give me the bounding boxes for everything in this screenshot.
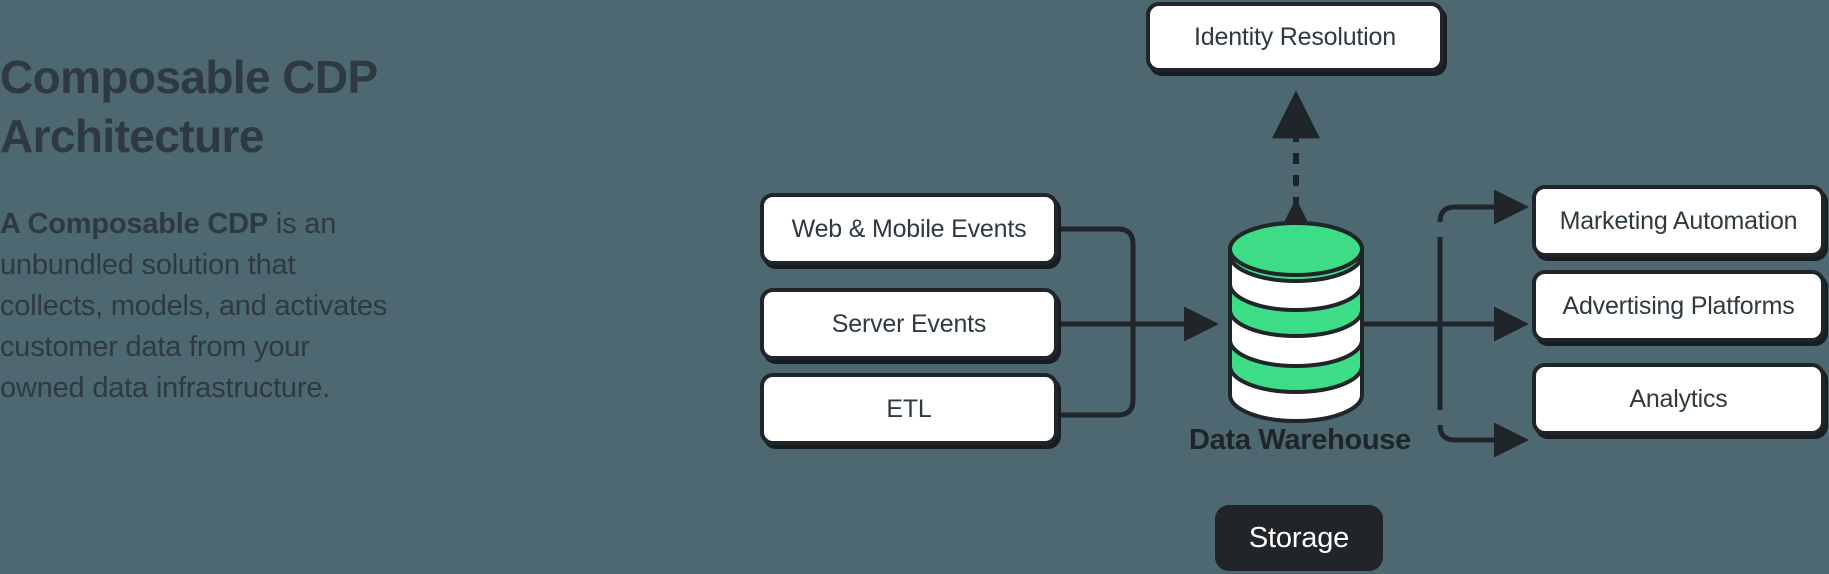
node-etl[interactable]: ETL [760, 373, 1058, 445]
node-analytics-label: Analytics [1629, 384, 1728, 413]
node-web-mobile-events-label: Web & Mobile Events [791, 214, 1027, 243]
intro-rest: is an unbundled solution that collects, … [0, 207, 388, 405]
node-web-mobile-events[interactable]: Web & Mobile Events [760, 193, 1058, 265]
node-analytics[interactable]: Analytics [1532, 363, 1825, 435]
intro-paragraph: A Composable CDP is an unbundled solutio… [0, 204, 400, 410]
storage-badge-label: Storage [1248, 521, 1350, 554]
data-warehouse-label: Data Warehouse [1189, 424, 1411, 456]
node-marketing-automation[interactable]: Marketing Automation [1532, 185, 1825, 257]
node-advertising-platforms-label: Advertising Platforms [1562, 291, 1795, 320]
node-etl-label: ETL [886, 394, 932, 423]
node-advertising-platforms[interactable]: Advertising Platforms [1532, 270, 1825, 342]
intro-text-block: Composable CDP Architecture A Composable… [0, 48, 430, 410]
node-identity-resolution-label: Identity Resolution [1194, 22, 1396, 51]
intro-lead: A Composable CDP [0, 207, 269, 240]
node-server-events[interactable]: Server Events [760, 288, 1058, 360]
node-marketing-automation-label: Marketing Automation [1559, 206, 1798, 235]
node-server-events-label: Server Events [831, 309, 987, 338]
page-title: Composable CDP Architecture [0, 51, 377, 162]
node-identity-resolution[interactable]: Identity Resolution [1146, 2, 1444, 72]
storage-badge[interactable]: Storage [1215, 505, 1383, 571]
